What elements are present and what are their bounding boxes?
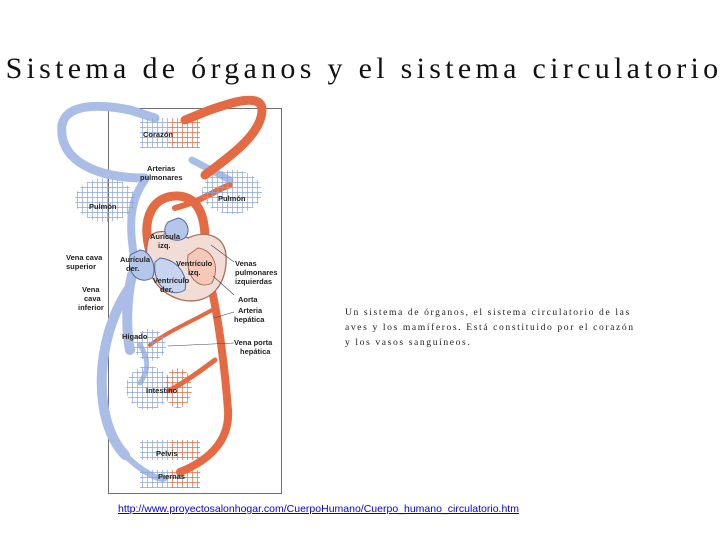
source-link[interactable]: http://www.proyectosalonhogar.com/Cuerpo… bbox=[118, 503, 519, 515]
figure-caption: Un sistema de órganos, el sistema circul… bbox=[345, 307, 635, 348]
label-vena-cava-superior: Vena cava superior bbox=[66, 253, 104, 271]
slide-title: Sistema de órganos y el sistema circulat… bbox=[5, 52, 723, 85]
circulatory-figure-frame bbox=[108, 108, 282, 494]
label-vena-cava-inferior: Vena cava inferior bbox=[78, 285, 104, 312]
